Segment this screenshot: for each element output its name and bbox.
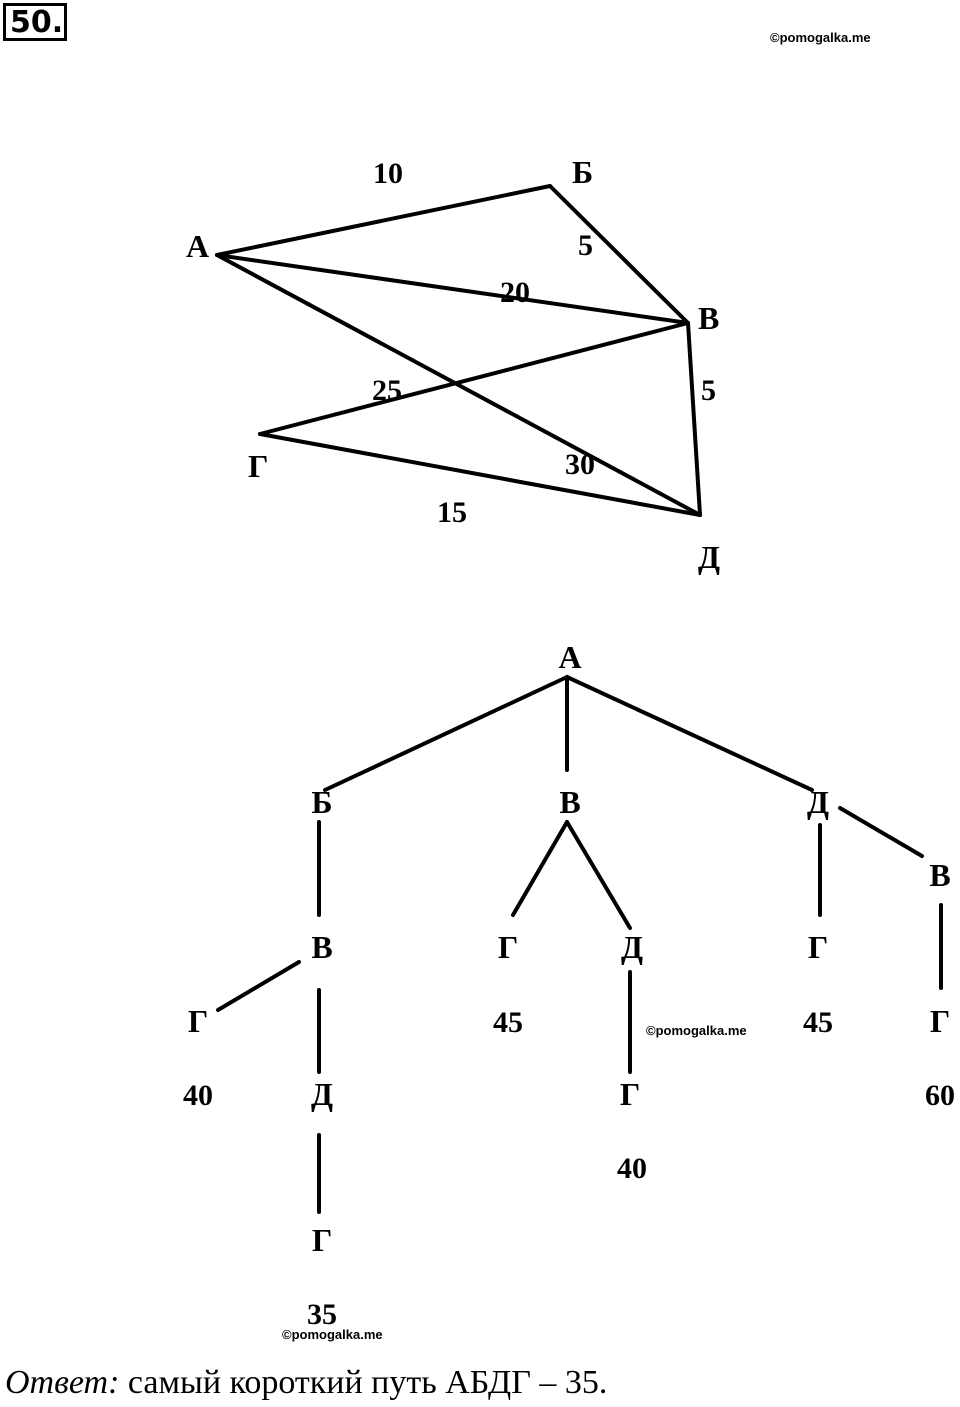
weight-a-v: 20 [500,276,530,309]
tree-node-vdg: Г [620,1076,640,1112]
graph-node-a: А [186,228,209,264]
tree-node-vg: Г [498,929,518,965]
weight-g-d: 15 [437,496,467,529]
tree-edge-d-v [838,806,924,858]
edge-v-d [686,321,702,517]
tree-edge-bv-g [216,960,301,1012]
tree-node-bvdg: Г [312,1222,332,1258]
edge-b-v [548,184,690,325]
tree-edge-a-d [565,675,814,792]
graph-node-b: Б [572,154,593,190]
tree-total-dvg: 60 [925,1079,955,1112]
tree-total-vg: 45 [493,1006,523,1039]
graph-node-g: Г [248,448,268,484]
tree-root: А [558,639,581,675]
edge-a-v [215,253,690,325]
edge-a-b [215,184,552,257]
tree-node-d: Д [807,784,829,820]
watermark-top: ©pomogalka.me [770,30,871,45]
tree-total-bvdg: 35 [307,1298,337,1331]
tree-node-b: Б [311,784,332,820]
tree-node-dvg: Г [930,1003,950,1039]
tree-node-bvg: Г [188,1003,208,1039]
answer-label: Ответ: [5,1364,120,1401]
tree-node-bv: В [311,929,332,965]
answer-line: Ответ: самый короткий путь АБДГ – 35. [5,1364,607,1402]
watermark-bottom: ©pomogalka.me [282,1327,383,1342]
edge-g-d [258,432,702,517]
tree-edge-v-g [511,820,569,917]
weight-v-d: 5 [701,374,716,407]
tree-total-dg: 45 [803,1006,833,1039]
tree-total-bvg: 40 [183,1079,213,1112]
tree-total-vdg: 40 [617,1152,647,1185]
watermark-middle: ©pomogalka.me [646,1023,747,1038]
edge-a-d [215,253,702,517]
tree-node-bvd: Д [311,1076,333,1112]
tree-node-dv: В [929,857,950,893]
tree-node-vd: Д [621,929,643,965]
graph-node-v: В [698,300,719,336]
weight-a-b: 10 [373,157,403,190]
weight-g-v: 25 [372,374,402,407]
answer-text: самый короткий путь АБДГ – 35. [119,1364,608,1401]
tree-edge-a-b [323,675,569,792]
problem-number: 50. [3,3,67,41]
tree-edge-v-d [565,820,632,930]
weight-a-d: 30 [565,448,595,481]
tree-node-dg: Г [808,929,828,965]
tree-edges [216,675,943,1214]
tree-node-v: В [559,784,580,820]
graph-node-d: Д [698,539,720,575]
edge-g-v [258,321,690,436]
weight-b-v: 5 [578,229,593,262]
graph-edges [215,184,702,517]
